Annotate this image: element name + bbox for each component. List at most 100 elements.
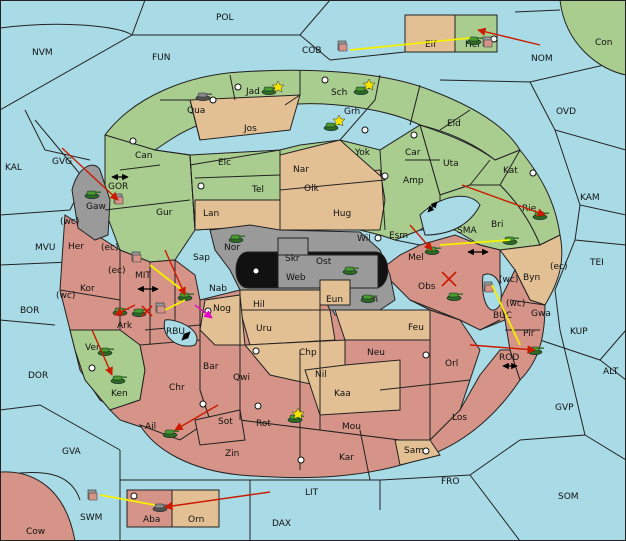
support-lines [99,37,521,506]
prov-sam: Sam [404,446,424,456]
coast-ec-1: (ec) [101,243,119,253]
sea-som: SOM [558,492,579,502]
sea-rod: ROD [499,353,519,363]
sea-kal: KAL [5,163,22,173]
sea-mvu: MVU [35,243,56,253]
prov-orl: Orl [445,359,458,369]
prov-car: Car [405,148,421,158]
sea-mit: MIT [135,271,151,281]
prov-chr: Chr [169,383,185,393]
sea-swm: SWM [80,513,102,523]
sea-gor: GOR [108,182,128,192]
prov-sap: Sap [193,253,210,263]
prov-ver: Ver [85,343,100,353]
prov-nar: Nar [293,165,309,175]
coast-ec-2: (ec) [108,266,126,276]
prov-skr: Skr [285,254,300,264]
prov-qwi: Qwi [233,373,250,383]
prov-nil: Nil [315,370,327,380]
prov-kar: Kar [339,453,354,463]
prov-lan: Lan [203,209,219,219]
canal-markers [111,173,518,370]
sea-tei: TEI [589,258,604,268]
prov-sch: Sch [331,88,347,98]
prov-gaw: Gaw [86,202,106,212]
prov-mel: Mel [408,253,424,263]
retreat-order [194,304,213,319]
prov-ken: Ken [111,389,128,399]
unit-army-aba [152,503,170,513]
prov-kor: Kor [80,284,95,294]
coast-ec-3: (ec) [550,262,568,272]
flag-hel [482,36,493,48]
sea-fun: FUN [152,53,171,63]
prov-orn: Orn [188,515,204,525]
sea-kam: KAM [580,193,600,203]
flag-gor [113,193,124,205]
prov-aba: Aba [143,515,160,525]
unit-army-sun [360,294,378,304]
flag-swm [87,489,98,501]
sea-lit: LIT [305,488,319,498]
prov-ail: Ail [145,422,156,432]
sea-pol: POL [216,13,234,23]
sea-alt: ALT [603,367,619,377]
sea-cob: COB [302,46,322,56]
star-markers [271,78,376,420]
sea-nvm: NVM [32,48,53,58]
prov-chp: Chp [299,348,317,358]
flag-buc [483,281,494,293]
prov-jad: Jad [245,87,260,97]
coast-wc-3: (wc) [499,275,518,285]
sea-bor: BOR [20,306,39,316]
sea-rbu: RBU [166,327,185,337]
unit-army-gaw [84,190,102,200]
prov-nab: Nab [209,284,227,294]
prov-amp: Amp [403,176,424,186]
coast-labels: (wc) (ec) (ec) (wc) (ec) (wc) (wc) [56,217,568,309]
prov-pir: Pir [523,329,535,339]
province-labels: Elf Hel Jad Sch Qua Jos Grh Eld Can Yok … [68,40,551,525]
move-orders [61,27,546,511]
flag-mit [131,251,142,263]
unit-army-ost [342,266,360,276]
unit-army-ken [110,375,128,385]
sea-kup: KUP [570,327,588,337]
supply-centres [88,35,537,500]
prov-uru: Uru [256,324,272,334]
coast-wc-4: (wc) [506,299,525,309]
sea-sma: SMA [457,226,477,236]
prov-nor: Nor [224,243,240,253]
coast-wc-1: (wc) [60,217,79,227]
prov-olk: Olk [304,184,320,194]
sea-fro: FRO [441,477,460,487]
unit-army-obs [446,292,464,302]
prov-sot: Sot [218,417,233,427]
prov-rot: Rot [256,419,271,429]
prov-hel: Hel [465,40,480,50]
prov-obs: Obs [418,282,436,292]
sea-buc: BUC [493,311,512,321]
prov-uta: Uta [443,159,459,169]
prov-yok: Yok [354,148,371,158]
sea-ovd: OVD [556,107,576,117]
prov-grh: Grh [344,107,360,117]
prov-esm: Esm [389,231,408,241]
prov-gur: Gur [156,208,173,218]
flag-rbu [155,302,166,314]
prov-nog: Nog [213,304,231,314]
sea-labels: POL NVM FUN COB NOM Con OVD KAL GVG KAM … [5,13,619,537]
prov-elf: Elf [425,40,437,50]
unit-army-nab [177,292,195,302]
prov-los: Los [452,413,467,423]
failed-orders [141,271,457,317]
sea-con: Con [595,38,613,48]
prov-jos: Jos [243,124,257,134]
prov-ark: Ark [117,321,133,331]
unit-army-mel [424,246,442,256]
unit-army-ail [162,429,180,439]
prov-feu: Feu [408,323,424,333]
prov-kaa: Kaa [334,389,351,399]
